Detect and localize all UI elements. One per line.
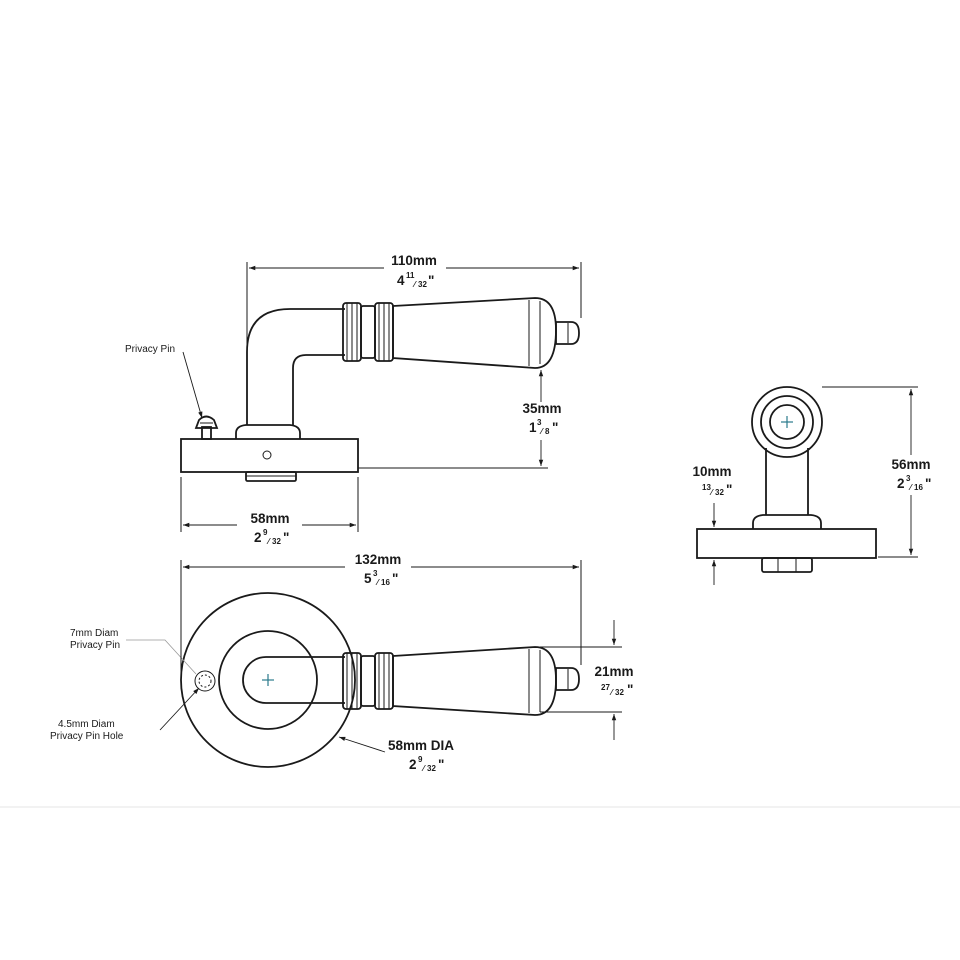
svg-text:2: 2 <box>254 530 262 545</box>
svg-text:8: 8 <box>545 427 550 436</box>
svg-text:⁄: ⁄ <box>375 578 380 587</box>
svg-text:3: 3 <box>537 418 542 427</box>
svg-text:⁄: ⁄ <box>709 488 714 497</box>
svg-text:27: 27 <box>601 683 610 692</box>
svg-text:⁄: ⁄ <box>908 483 913 492</box>
svg-text:⁄: ⁄ <box>266 537 271 546</box>
dim-rose-dia: 58mm DIA 2 9 ⁄ 32 " <box>388 738 454 773</box>
elevation-plate-hole <box>262 450 272 460</box>
center-mark-icon <box>262 674 274 686</box>
plan-rings <box>342 652 394 710</box>
privacy-pin-leader <box>182 351 203 419</box>
svg-text:⁄: ⁄ <box>609 688 614 697</box>
dim-side-height: 56mm 2 3 ⁄ 16 " <box>891 457 931 492</box>
side-spindle-tab <box>761 557 813 573</box>
svg-text:": " <box>438 757 444 772</box>
plan-view: 7mm Diam Privacy Pin 4.5mm Diam Privacy … <box>50 552 634 773</box>
privacy-pin-label: Privacy Pin <box>125 344 175 355</box>
svg-text:": " <box>552 420 558 435</box>
svg-text:": " <box>283 530 289 545</box>
svg-text:11: 11 <box>406 271 415 280</box>
svg-text:": " <box>428 273 434 288</box>
svg-text:⁄: ⁄ <box>412 280 417 289</box>
dim-side-thickness: 10mm 13 ⁄ 32 " <box>692 464 732 497</box>
svg-text:": " <box>925 476 931 491</box>
plan-lever-neck <box>242 656 345 704</box>
svg-text:58mm: 58mm <box>250 511 289 526</box>
side-lever-end-ring <box>760 395 814 449</box>
plan-lever-body <box>392 646 557 716</box>
svg-text:2: 2 <box>409 757 417 772</box>
elevation-neck-outer <box>246 308 345 425</box>
plan-end-knob <box>555 667 580 691</box>
elevation-end-knob <box>555 321 580 345</box>
elevation-base-plate <box>180 438 359 473</box>
plan-privacy-pin <box>194 670 216 692</box>
side-base-plate <box>696 528 877 559</box>
pin-diam-label-2: Privacy Pin <box>70 640 120 651</box>
pin-diam-label-1: 7mm Diam <box>70 628 118 639</box>
pin-hole-label-2: Privacy Pin Hole <box>50 731 124 742</box>
dim-top-base: 58mm 2 9 ⁄ 32 " <box>250 511 289 546</box>
svg-text:3: 3 <box>906 474 911 483</box>
svg-text:5: 5 <box>364 571 372 586</box>
svg-text:21mm: 21mm <box>594 664 633 679</box>
dim-top-width: 110mm 4 11 ⁄ 32 " <box>391 253 437 289</box>
pin-hole-label-1: 4.5mm Diam <box>58 719 115 730</box>
svg-text:": " <box>627 682 633 697</box>
elevation-rose-collar <box>235 424 301 439</box>
svg-text:32: 32 <box>715 488 724 497</box>
svg-text:16: 16 <box>914 483 923 492</box>
svg-text:32: 32 <box>272 537 281 546</box>
svg-text:": " <box>726 482 732 497</box>
svg-text:32: 32 <box>427 764 436 773</box>
svg-text:9: 9 <box>263 528 268 537</box>
side-rose-collar <box>752 514 822 529</box>
svg-text:⁄: ⁄ <box>539 427 544 436</box>
side-view: 10mm 13 ⁄ 32 " 56mm 2 3 ⁄ 16 " <box>692 386 931 585</box>
svg-text:4: 4 <box>397 273 405 288</box>
svg-text:1: 1 <box>529 420 537 435</box>
rose-dia-leader <box>338 736 386 753</box>
svg-text:16: 16 <box>381 578 390 587</box>
svg-text:58mm DIA: 58mm DIA <box>388 738 454 753</box>
dim-plan-length: 132mm 5 3 ⁄ 16 " <box>355 552 402 587</box>
elevation-privacy-pin <box>194 415 219 440</box>
elevation-view: Privacy Pin 110mm 4 11 ⁄ 32 " 35mm 1 3 ⁄… <box>125 253 582 546</box>
elevation-rings <box>342 302 394 362</box>
svg-text:13: 13 <box>702 483 711 492</box>
pin-diam-leader <box>126 639 197 675</box>
side-lever-end-outer <box>751 386 823 458</box>
plan-rose-inner <box>218 630 318 730</box>
svg-text:35mm: 35mm <box>522 401 561 416</box>
svg-text:32: 32 <box>418 280 427 289</box>
center-mark-icon <box>781 416 793 428</box>
svg-text:2: 2 <box>897 476 905 491</box>
svg-text:132mm: 132mm <box>355 552 402 567</box>
dim-lever-width: 21mm 27 ⁄ 32 " <box>594 664 633 697</box>
plan-rose-outer <box>180 592 356 768</box>
svg-text:56mm: 56mm <box>891 457 930 472</box>
svg-text:⁄: ⁄ <box>421 764 426 773</box>
svg-text:10mm: 10mm <box>692 464 731 479</box>
dim-top-height: 35mm 1 3 ⁄ 8 " <box>522 401 561 436</box>
elevation-neck-inner <box>292 354 345 425</box>
plan-privacy-pin-hole <box>198 674 212 688</box>
elevation-lever-body <box>392 297 557 369</box>
pin-hole-leader <box>159 687 200 731</box>
side-lever-end-knob <box>769 404 805 440</box>
svg-text:3: 3 <box>373 569 378 578</box>
svg-text:": " <box>392 571 398 586</box>
svg-text:110mm: 110mm <box>391 253 437 268</box>
svg-text:32: 32 <box>615 688 624 697</box>
svg-text:9: 9 <box>418 755 423 764</box>
